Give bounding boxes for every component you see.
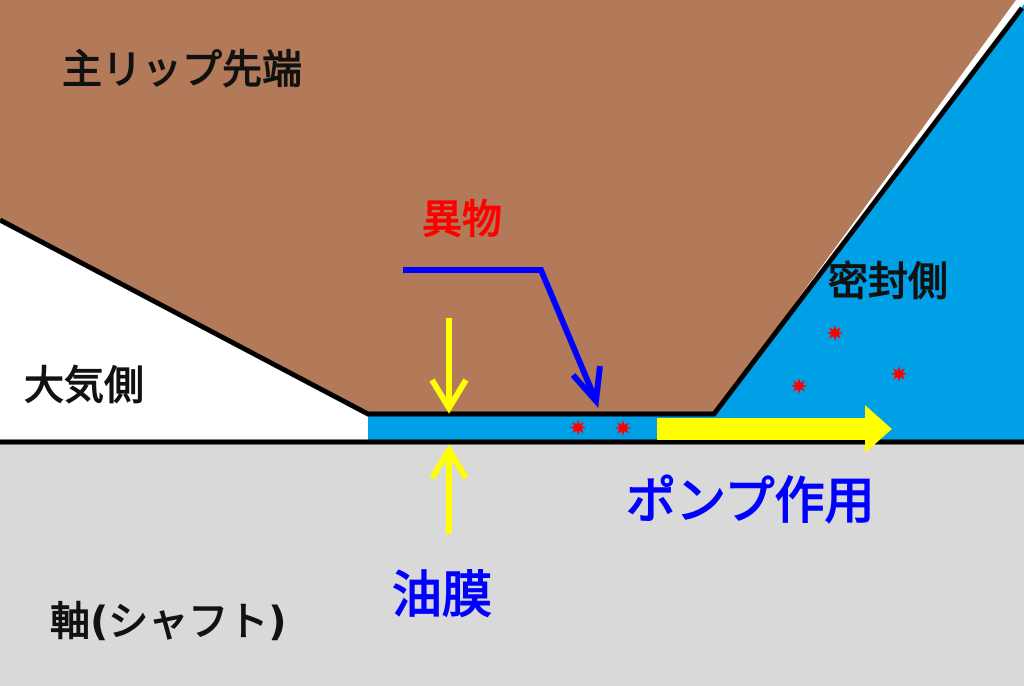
atmosphere-side-label: 大気側 [24, 363, 144, 409]
shaft-region [0, 443, 1024, 686]
particle-icon [826, 325, 844, 341]
particle-icon [569, 419, 587, 436]
pump-action-label: ポンプ作用 [626, 472, 875, 530]
shaft-label: 軸(シャフト) [50, 599, 287, 645]
foreign-particles [569, 325, 908, 436]
foreign-pointer-arrow-icon [403, 267, 603, 409]
sealed-side-label: 密封側 [828, 259, 948, 305]
particle-icon [614, 420, 632, 436]
lip-body [0, 0, 1016, 414]
sealed-fluid-region [368, 0, 1024, 443]
film-arrows-icon [429, 318, 469, 534]
lip-tip-label: 主リップ先端 [62, 47, 302, 93]
particle-icon [790, 378, 808, 394]
oil-film-label: 油膜 [392, 566, 492, 624]
pump-arrow-icon [657, 405, 892, 453]
lip-outline [0, 6, 1024, 417]
particle-icon [890, 366, 908, 382]
foreign-matter-label: 異物 [422, 197, 502, 243]
